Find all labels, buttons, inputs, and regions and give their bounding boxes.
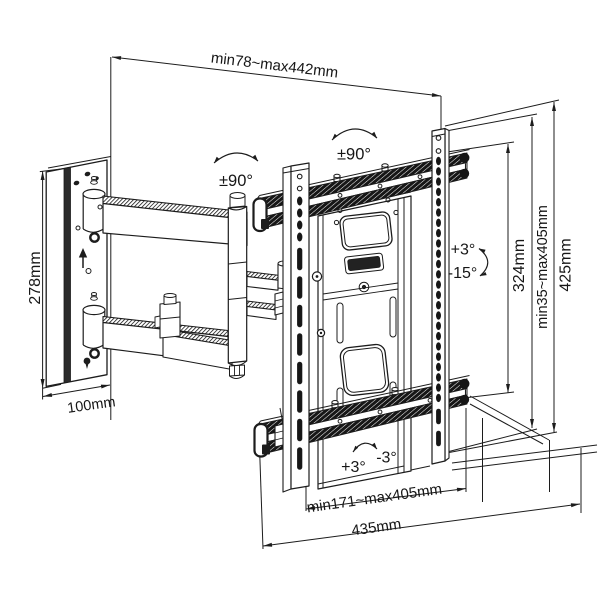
svg-text:±90°: ±90°: [219, 172, 253, 190]
svg-text:+3°: +3°: [451, 242, 476, 259]
svg-text:425mm: 425mm: [558, 238, 575, 291]
svg-text:+3°: +3°: [341, 459, 366, 476]
svg-text:-15°: -15°: [448, 265, 478, 282]
svg-text:min35~max405mm: min35~max405mm: [535, 205, 551, 329]
svg-text:100mm: 100mm: [66, 394, 116, 417]
svg-text:435mm: 435mm: [350, 516, 402, 540]
svg-text:-3°: -3°: [376, 450, 397, 467]
svg-text:278mm: 278mm: [27, 251, 44, 304]
svg-text:324mm: 324mm: [511, 239, 528, 292]
svg-text:±90°: ±90°: [337, 146, 371, 164]
